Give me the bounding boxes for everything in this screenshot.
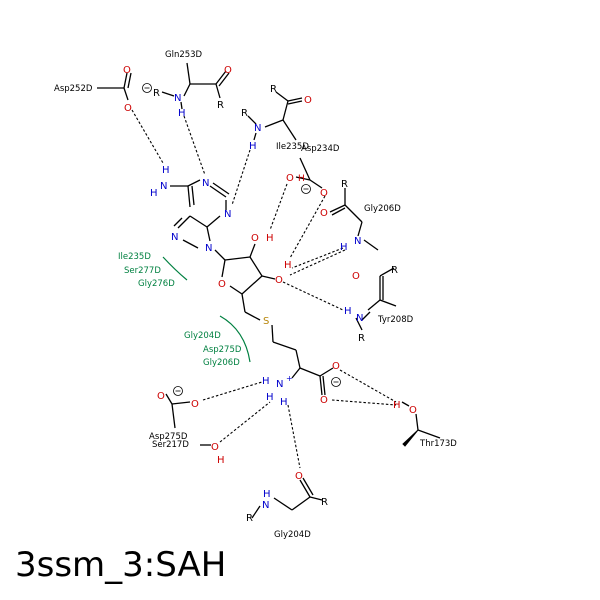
svg-text:H: H [162,165,170,176]
svg-text:O: O [224,65,232,76]
svg-text:H: H [340,242,348,253]
svg-text:O: O [191,399,199,410]
svg-text:H: H [150,188,158,199]
svg-text:R: R [246,513,253,524]
residue-label-ser217: Ser217D [152,440,189,450]
svg-text:H: H [178,108,186,119]
svg-text:O: O [320,208,328,219]
residue-label-gly206: Gly206D [364,204,401,214]
svg-text:H: H [217,455,225,466]
svg-text:O: O [320,395,328,406]
diagram-title: 3ssm_3:SAH [15,545,227,585]
svg-text:O: O [251,233,259,244]
svg-text:R: R [153,88,160,99]
residue-label-gln253: Gln253D [165,50,203,60]
svg-text:R: R [270,84,277,95]
svg-text:N: N [171,232,178,243]
residue-label-thr173: Thr173D [419,439,457,449]
svg-text:R: R [241,108,248,119]
svg-text:N: N [205,243,212,254]
svg-text:N: N [356,313,363,324]
svg-text:H: H [249,141,257,152]
svg-text:O: O [157,391,165,402]
svg-text:O: O [332,361,340,372]
svg-text:N: N [254,123,261,134]
svg-text:O: O [211,442,219,453]
svg-text:R: R [321,497,328,508]
hydrophobic-arc-1 [162,256,188,281]
svg-text:O: O [295,471,303,482]
svg-text:H: H [298,174,305,184]
bonds [97,62,441,519]
svg-text:O: O [352,271,360,282]
residue-label-gly204: Gly204D [274,530,311,540]
residue-label-tyr208: Tyr208D [377,315,414,325]
svg-text:H: H [344,306,352,317]
svg-text:H: H [266,233,274,244]
svg-text:S: S [263,316,269,327]
hydrophobic-label-gly276: Gly276D [138,279,175,289]
svg-text:+: + [286,374,293,383]
svg-text:R: R [358,333,365,344]
hydrophobic-label-ile235: Ile235D [118,252,151,262]
svg-text:H: H [393,400,401,411]
svg-text:O: O [286,173,294,184]
svg-text:N: N [354,236,361,247]
svg-text:H: H [280,397,288,408]
residue-label-asp275: Asp275D [149,432,188,442]
svg-text:R: R [341,179,348,190]
svg-text:N: N [174,93,181,104]
svg-text:N: N [160,181,167,192]
svg-text:O: O [409,405,417,416]
hydrophobic-label-ser277: Ser277D [124,266,161,276]
svg-text:N: N [224,209,231,220]
svg-text:H: H [284,260,292,271]
hydrophobic-label-gly206: Gly206D [203,358,240,368]
residue-label-ile235: Ile235D [276,142,309,152]
hydrophobic-label-gly204: Gly204D [184,331,221,341]
svg-text:O: O [218,279,226,290]
residue-label-asp234: Asp234D [301,144,340,154]
svg-text:O: O [275,275,283,286]
svg-text:H: H [263,489,271,500]
atom-labels: O O R N H O R R O R N H O O H R O N H O … [123,65,417,524]
svg-text:N: N [276,379,283,390]
hydrogen-bonds [131,109,397,469]
svg-text:H: H [266,392,274,403]
residue-label-asp252: Asp252D [54,84,93,94]
svg-text:N: N [202,178,209,189]
svg-text:O: O [320,188,328,199]
svg-text:N: N [262,500,269,511]
svg-text:O: O [124,103,132,114]
svg-text:R: R [391,265,398,276]
svg-text:O: O [304,95,312,106]
hydrophobic-arcs [162,256,251,363]
residue-labels: Asp252D Gln253D Ile235D Asp234D Gly206D … [54,50,457,540]
hydrophobic-label-asp275: Asp275D [203,345,242,355]
svg-text:O: O [123,65,131,76]
hydrophobic-arc-2 [219,315,251,363]
svg-text:H: H [262,376,270,387]
svg-text:R: R [217,100,224,111]
hydrophobic-labels: Ile235D Ser277D Gly276D Gly204D Asp275D … [118,252,242,368]
